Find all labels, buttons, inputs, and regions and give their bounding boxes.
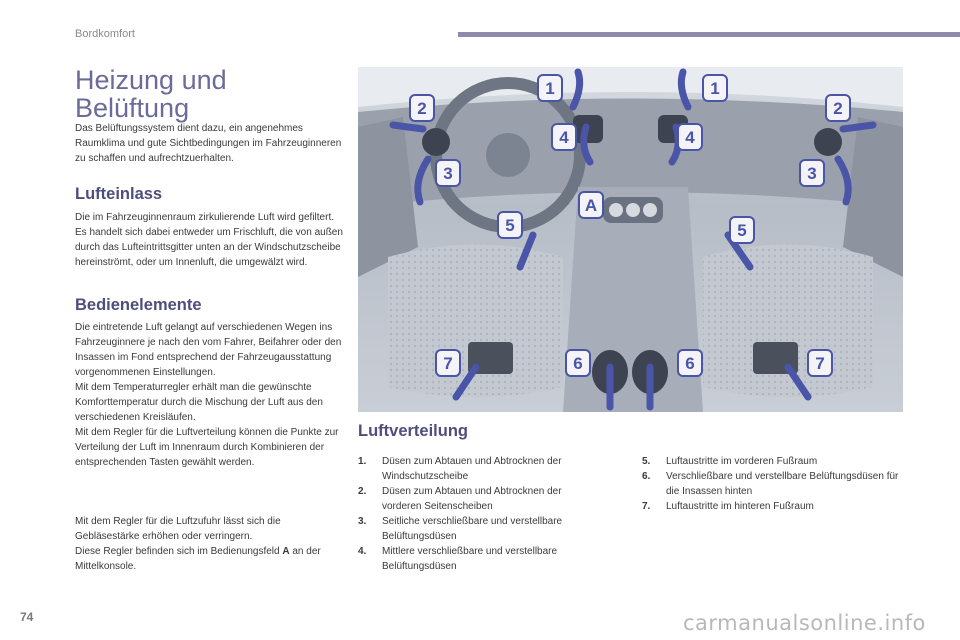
page-number: 74: [20, 610, 34, 624]
badge-6-right: 6: [677, 349, 703, 377]
list-item: 5. Luftaustritte im vorderen Fußraum: [642, 454, 907, 469]
badge-6-left-text: 6: [573, 354, 582, 373]
page-title: Heizung und Belüftung: [75, 65, 227, 123]
badge-5-right-text: 5: [737, 221, 746, 240]
list-item-number: 2.: [358, 486, 367, 497]
heading-lufteinlass: Lufteinlass: [75, 185, 163, 203]
badge-5-right: 5: [729, 216, 755, 244]
list-item-number: 7.: [642, 501, 651, 512]
heading-bedienelemente: Bedienelemente: [75, 296, 202, 314]
badge-2-left-text: 2: [417, 99, 426, 118]
list-item-text: Seitliche verschließbare und verstellbar…: [382, 516, 563, 542]
bedienelemente-para-3: Mit dem Regler für die Luftverteilung kö…: [75, 427, 339, 468]
badge-7-left-text: 7: [443, 354, 452, 373]
list-item-number: 1.: [358, 456, 367, 467]
badge-4-left: 4: [551, 123, 577, 151]
badge-6-left: 6: [565, 349, 591, 377]
badge-3-left: 3: [435, 159, 461, 187]
para5-bold: A: [282, 546, 290, 557]
list-item: 3. Seitliche verschließbare und verstellb…: [358, 514, 588, 544]
vent-illustration-svg: 1 1 2 2 3 3 4 4 A 5 5 6 6 7 7: [358, 67, 903, 412]
bedienelemente-block-2: Mit dem Regler für die Luftzufuhr lässt …: [75, 514, 345, 574]
badge-3-right: 3: [799, 159, 825, 187]
badge-1-right: 1: [702, 74, 728, 102]
airflow-arrows: [389, 68, 877, 411]
heading-luftverteilung: Luftverteilung: [358, 422, 468, 440]
badge-3-left-text: 3: [443, 164, 452, 183]
badge-4-left-text: 4: [559, 128, 569, 147]
badge-7-left: 7: [435, 349, 461, 377]
badge-6-right-text: 6: [685, 354, 694, 373]
badge-2-right: 2: [825, 94, 851, 122]
list-item-text: Verschließbare und verstellbare Belüftun…: [666, 471, 899, 497]
list-item: 4. Mittlere verschließbare und verstellba…: [358, 544, 588, 574]
para5-pre: Diese Regler befinden sich im Bedienungs…: [75, 546, 283, 557]
luftverteilung-list-right: 5. Luftaustritte im vorderen Fußraum 6. Ve…: [642, 454, 907, 514]
bedienelemente-para-1: Die eintretende Luft gelangt auf verschi…: [75, 322, 342, 378]
section-label: Bordkomfort: [75, 28, 135, 40]
lufteinlass-text: Die im Fahrzeuginnenraum zirkulierende L…: [75, 212, 343, 268]
list-item-text: Mittlere verschließbare und verstellbare…: [382, 546, 558, 572]
para5-post: an der Mittelkonsole.: [75, 546, 321, 572]
badge-1-left-text: 1: [545, 79, 554, 98]
badge-2-left: 2: [409, 94, 435, 122]
list-item: 2. Düsen zum Abtauen und Abtrocknen der v…: [358, 484, 588, 514]
bedienelemente-block: Die eintretende Luft gelangt auf verschi…: [75, 320, 345, 470]
intro-text: Das Belüftungssystem dient dazu, ein ang…: [75, 123, 342, 164]
list-item-number: 3.: [358, 516, 367, 527]
list-item-text: Luftaustritte im vorderen Fußraum: [666, 456, 818, 467]
list-item-number: 6.: [642, 471, 651, 482]
badge-a-text: A: [585, 196, 597, 215]
watermark: carmanualsonline.info: [683, 611, 926, 635]
list-item-number: 5.: [642, 456, 651, 467]
bedienelemente-para-4: Mit dem Regler für die Luftzufuhr lässt …: [75, 516, 281, 542]
bedienelemente-para-2: Mit dem Temperaturregler erhält man die …: [75, 382, 323, 423]
badge-7-right: 7: [807, 349, 833, 377]
badge-4-right-text: 4: [685, 128, 695, 147]
list-item: 7. Luftaustritte im hinteren Fußraum: [642, 499, 907, 514]
header-bar: [458, 32, 960, 37]
list-item-text: Düsen zum Abtauen und Abtrocknen der vor…: [382, 486, 562, 512]
vent-illustration: 1 1 2 2 3 3 4 4 A 5 5 6 6 7 7: [358, 67, 903, 412]
badge-7-right-text: 7: [815, 354, 824, 373]
badge-4-right: 4: [677, 123, 703, 151]
badge-1-left: 1: [537, 74, 563, 102]
bedienelemente-para-5: Diese Regler befinden sich im Bedienungs…: [75, 544, 345, 574]
badge-3-right-text: 3: [807, 164, 816, 183]
list-item-number: 4.: [358, 546, 367, 557]
badge-a: A: [578, 191, 604, 219]
list-item-text: Luftaustritte im hinteren Fußraum: [666, 501, 814, 512]
badge-1-right-text: 1: [710, 79, 719, 98]
list-item: 6. Verschließbare und verstellbare Belüft…: [642, 469, 907, 499]
list-item: 1. Düsen zum Abtauen und Abtrocknen der W…: [358, 454, 588, 484]
badge-5-left-text: 5: [505, 216, 514, 235]
badge-2-right-text: 2: [833, 99, 842, 118]
luftverteilung-list-left: 1. Düsen zum Abtauen und Abtrocknen der W…: [358, 454, 588, 574]
badge-5-left: 5: [497, 211, 523, 239]
vent-labels: 1 1 2 2 3 3 4 4 A 5 5 6 6 7 7: [409, 74, 851, 377]
list-item-text: Düsen zum Abtauen und Abtrocknen der Win…: [382, 456, 562, 482]
